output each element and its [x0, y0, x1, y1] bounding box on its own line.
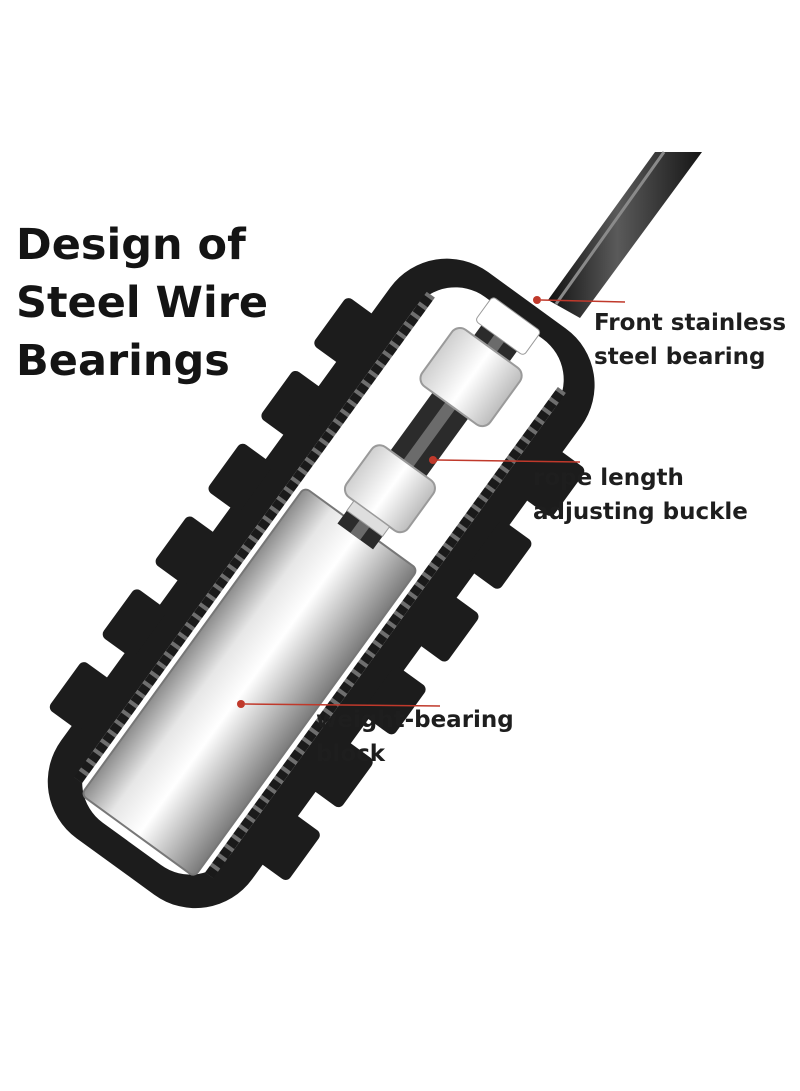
- callout-pointer-front: [533, 296, 626, 304]
- page-title: Design of Steel Wire Bearings: [16, 216, 296, 390]
- callout-front-line-2: steel bearing: [594, 344, 766, 370]
- callout-pointer-rope: [429, 456, 581, 464]
- callout-front-line-1: Front stainless: [594, 310, 787, 336]
- callout-rope-line-1: rope length: [533, 465, 684, 491]
- callout-label-rope-buckle: rope length adjusting buckle: [533, 461, 748, 529]
- title-line-1: Design of: [16, 220, 246, 270]
- callout-label-weight-block: weight-bearing block: [316, 703, 514, 771]
- callout-weight-line-2: block: [316, 741, 386, 767]
- thread-wall-left: [74, 291, 435, 784]
- title-line-2: Steel Wire: [16, 278, 269, 328]
- callout-weight-line-1: weight-bearing: [316, 707, 514, 733]
- callout-pointer-weight: [237, 700, 441, 708]
- rope-length-adjusting-buckle: [343, 444, 436, 538]
- title-line-3: Bearings: [16, 336, 230, 386]
- front-stainless-steel-bearing: [419, 297, 541, 428]
- steel-wire-rope: [548, 151, 702, 318]
- thread-wall-right: [205, 386, 566, 879]
- callout-label-front-bearing: Front stainless steel bearing: [594, 306, 786, 374]
- callout-rope-line-2: adjusting buckle: [533, 499, 748, 525]
